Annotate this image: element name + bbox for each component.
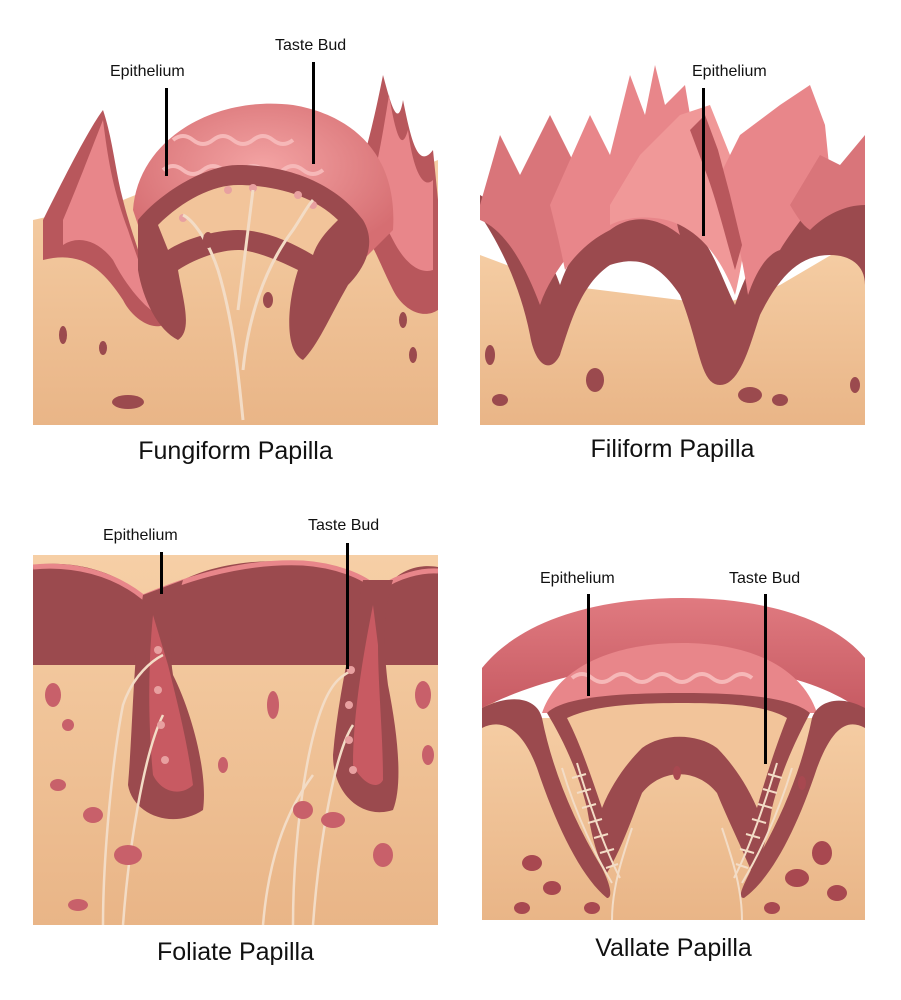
filiform-epithelium-pointer bbox=[702, 88, 705, 236]
fungiform-taste-bud-pointer bbox=[312, 62, 315, 164]
fungiform-panel bbox=[33, 70, 438, 425]
foliate-taste-bud-pointer bbox=[346, 543, 349, 669]
vallate-epithelium-label: Epithelium bbox=[540, 570, 615, 587]
foliate-panel bbox=[33, 555, 438, 925]
filiform-epithelium-label: Epithelium bbox=[692, 63, 767, 80]
foliate-caption: Foliate Papilla bbox=[156, 938, 315, 966]
connective-tissue bbox=[480, 235, 865, 425]
vallate-caption: Vallate Papilla bbox=[595, 934, 752, 962]
filiform-caption: Filiform Papilla bbox=[590, 435, 755, 463]
vallate-taste-bud-pointer bbox=[764, 594, 767, 764]
vallate-panel bbox=[482, 598, 865, 920]
vallate-epithelium-pointer bbox=[587, 594, 590, 696]
foliate-epithelium-pointer bbox=[160, 552, 163, 594]
fungiform-illustration bbox=[33, 70, 438, 425]
foliate-epithelium bbox=[33, 561, 438, 665]
vallate-taste-bud-label: Taste Bud bbox=[729, 570, 801, 587]
filiform-panel bbox=[480, 55, 865, 425]
fungiform-taste-bud-label: Taste Bud bbox=[275, 37, 347, 54]
fungiform-epithelium-pointer bbox=[165, 88, 168, 176]
vallate-illustration bbox=[482, 598, 865, 920]
foliate-illustration bbox=[33, 555, 438, 925]
fungiform-caption: Fungiform Papilla bbox=[138, 437, 333, 465]
fungiform-epithelium-label: Epithelium bbox=[110, 63, 185, 80]
foliate-taste-bud-label: Taste Bud bbox=[308, 517, 380, 534]
filiform-illustration bbox=[480, 55, 865, 425]
foliate-epithelium-label: Epithelium bbox=[103, 527, 178, 544]
